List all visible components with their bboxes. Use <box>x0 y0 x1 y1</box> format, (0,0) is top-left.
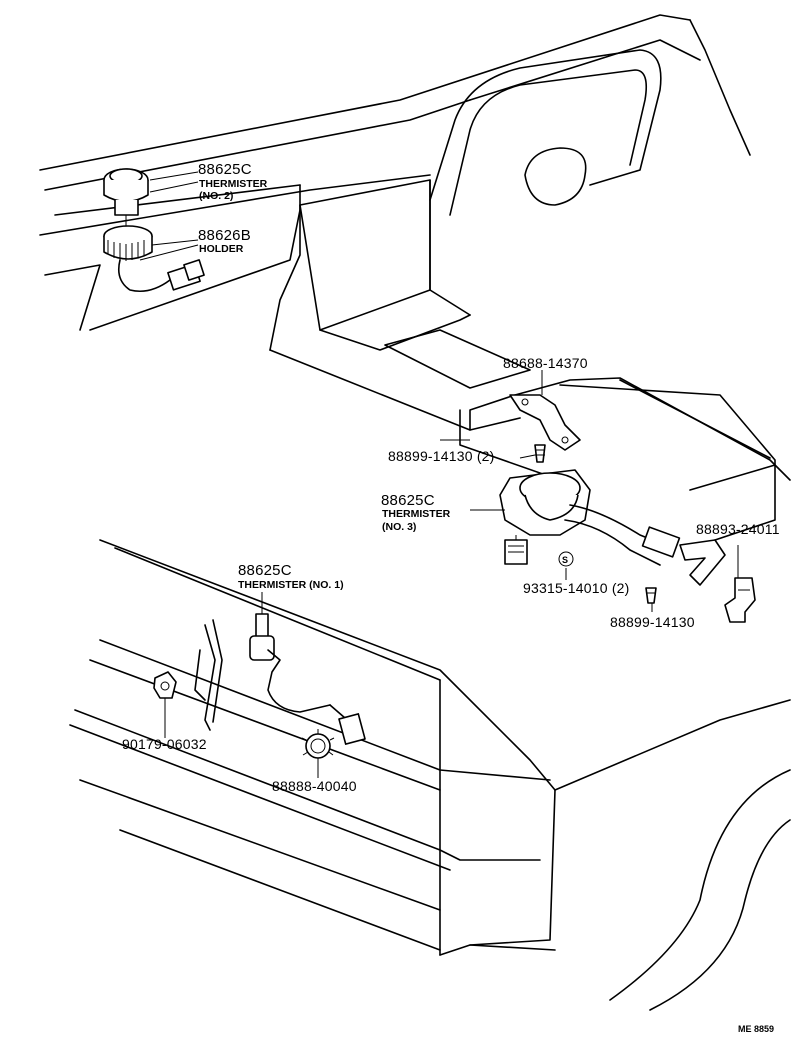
part-number-label: 90179-06032 <box>122 736 207 752</box>
part-name-label: THERMISTER <box>199 178 268 190</box>
part-name-label: THERMISTER (NO. 1) <box>238 579 344 591</box>
part-number-label: 88625C <box>198 161 252 178</box>
callout-bracket: 88688-14370 <box>503 355 588 371</box>
part-qty-label: (NO. 2) <box>199 190 233 202</box>
diagram-code-label: ME 8859 <box>738 1024 774 1034</box>
part-number-label: 88888-40040 <box>272 778 357 794</box>
part-name-label: THERMISTER <box>382 508 451 520</box>
callout-thermister-no1: 88625C THERMISTER (NO. 1) <box>238 562 344 591</box>
bracket-part <box>509 394 581 451</box>
callout-clamp-right: 88893-24011 <box>696 521 780 537</box>
holder-part <box>103 225 205 293</box>
callout-screw-right: 88899-14130 <box>610 614 695 630</box>
s-symbol-label: S <box>562 555 568 565</box>
part-qty-label: (NO. 3) <box>382 521 416 533</box>
callout-tape: S 93315-14010 (2) <box>523 551 630 596</box>
part-number-label: 88899-14130 (2) <box>388 448 495 464</box>
callout-clip: 88888-40040 <box>272 778 357 794</box>
dashboard-outline <box>39 14 791 546</box>
part-name-label: HOLDER <box>199 243 244 255</box>
callout-grommet: 90179-06032 <box>122 736 207 752</box>
clamp-right-part <box>724 577 756 623</box>
screw-top-part <box>534 444 546 463</box>
part-number-label: 88899-14130 <box>610 614 695 630</box>
screw-right-part <box>645 587 657 604</box>
part-number-label: 88625C <box>238 562 292 579</box>
callout-thermister-no3: 88625C THERMISTER (NO. 3) <box>381 492 451 533</box>
thermister-no2-part <box>103 168 149 232</box>
callout-thermister-no2: 88625C THERMISTER (NO. 2) <box>198 161 268 202</box>
part-number-label: 88893-24011 <box>696 521 780 537</box>
s-symbol-icon <box>558 551 574 567</box>
clip-part <box>301 729 335 762</box>
part-number-label: 88625C <box>381 492 435 509</box>
part-number-label: 88626B <box>198 227 251 244</box>
part-number-label: 93315-14010 (2) <box>523 580 630 596</box>
grommet-part <box>153 671 177 699</box>
callout-screw-top: 88899-14130 (2) <box>388 448 495 464</box>
leader-lines <box>139 171 739 778</box>
callout-holder: 88626B HOLDER <box>198 227 251 255</box>
thermister-no3-part <box>499 469 726 586</box>
body-panel-outline <box>69 539 791 1011</box>
thermister-no1-part <box>249 613 366 745</box>
part-number-label: 88688-14370 <box>503 355 588 371</box>
